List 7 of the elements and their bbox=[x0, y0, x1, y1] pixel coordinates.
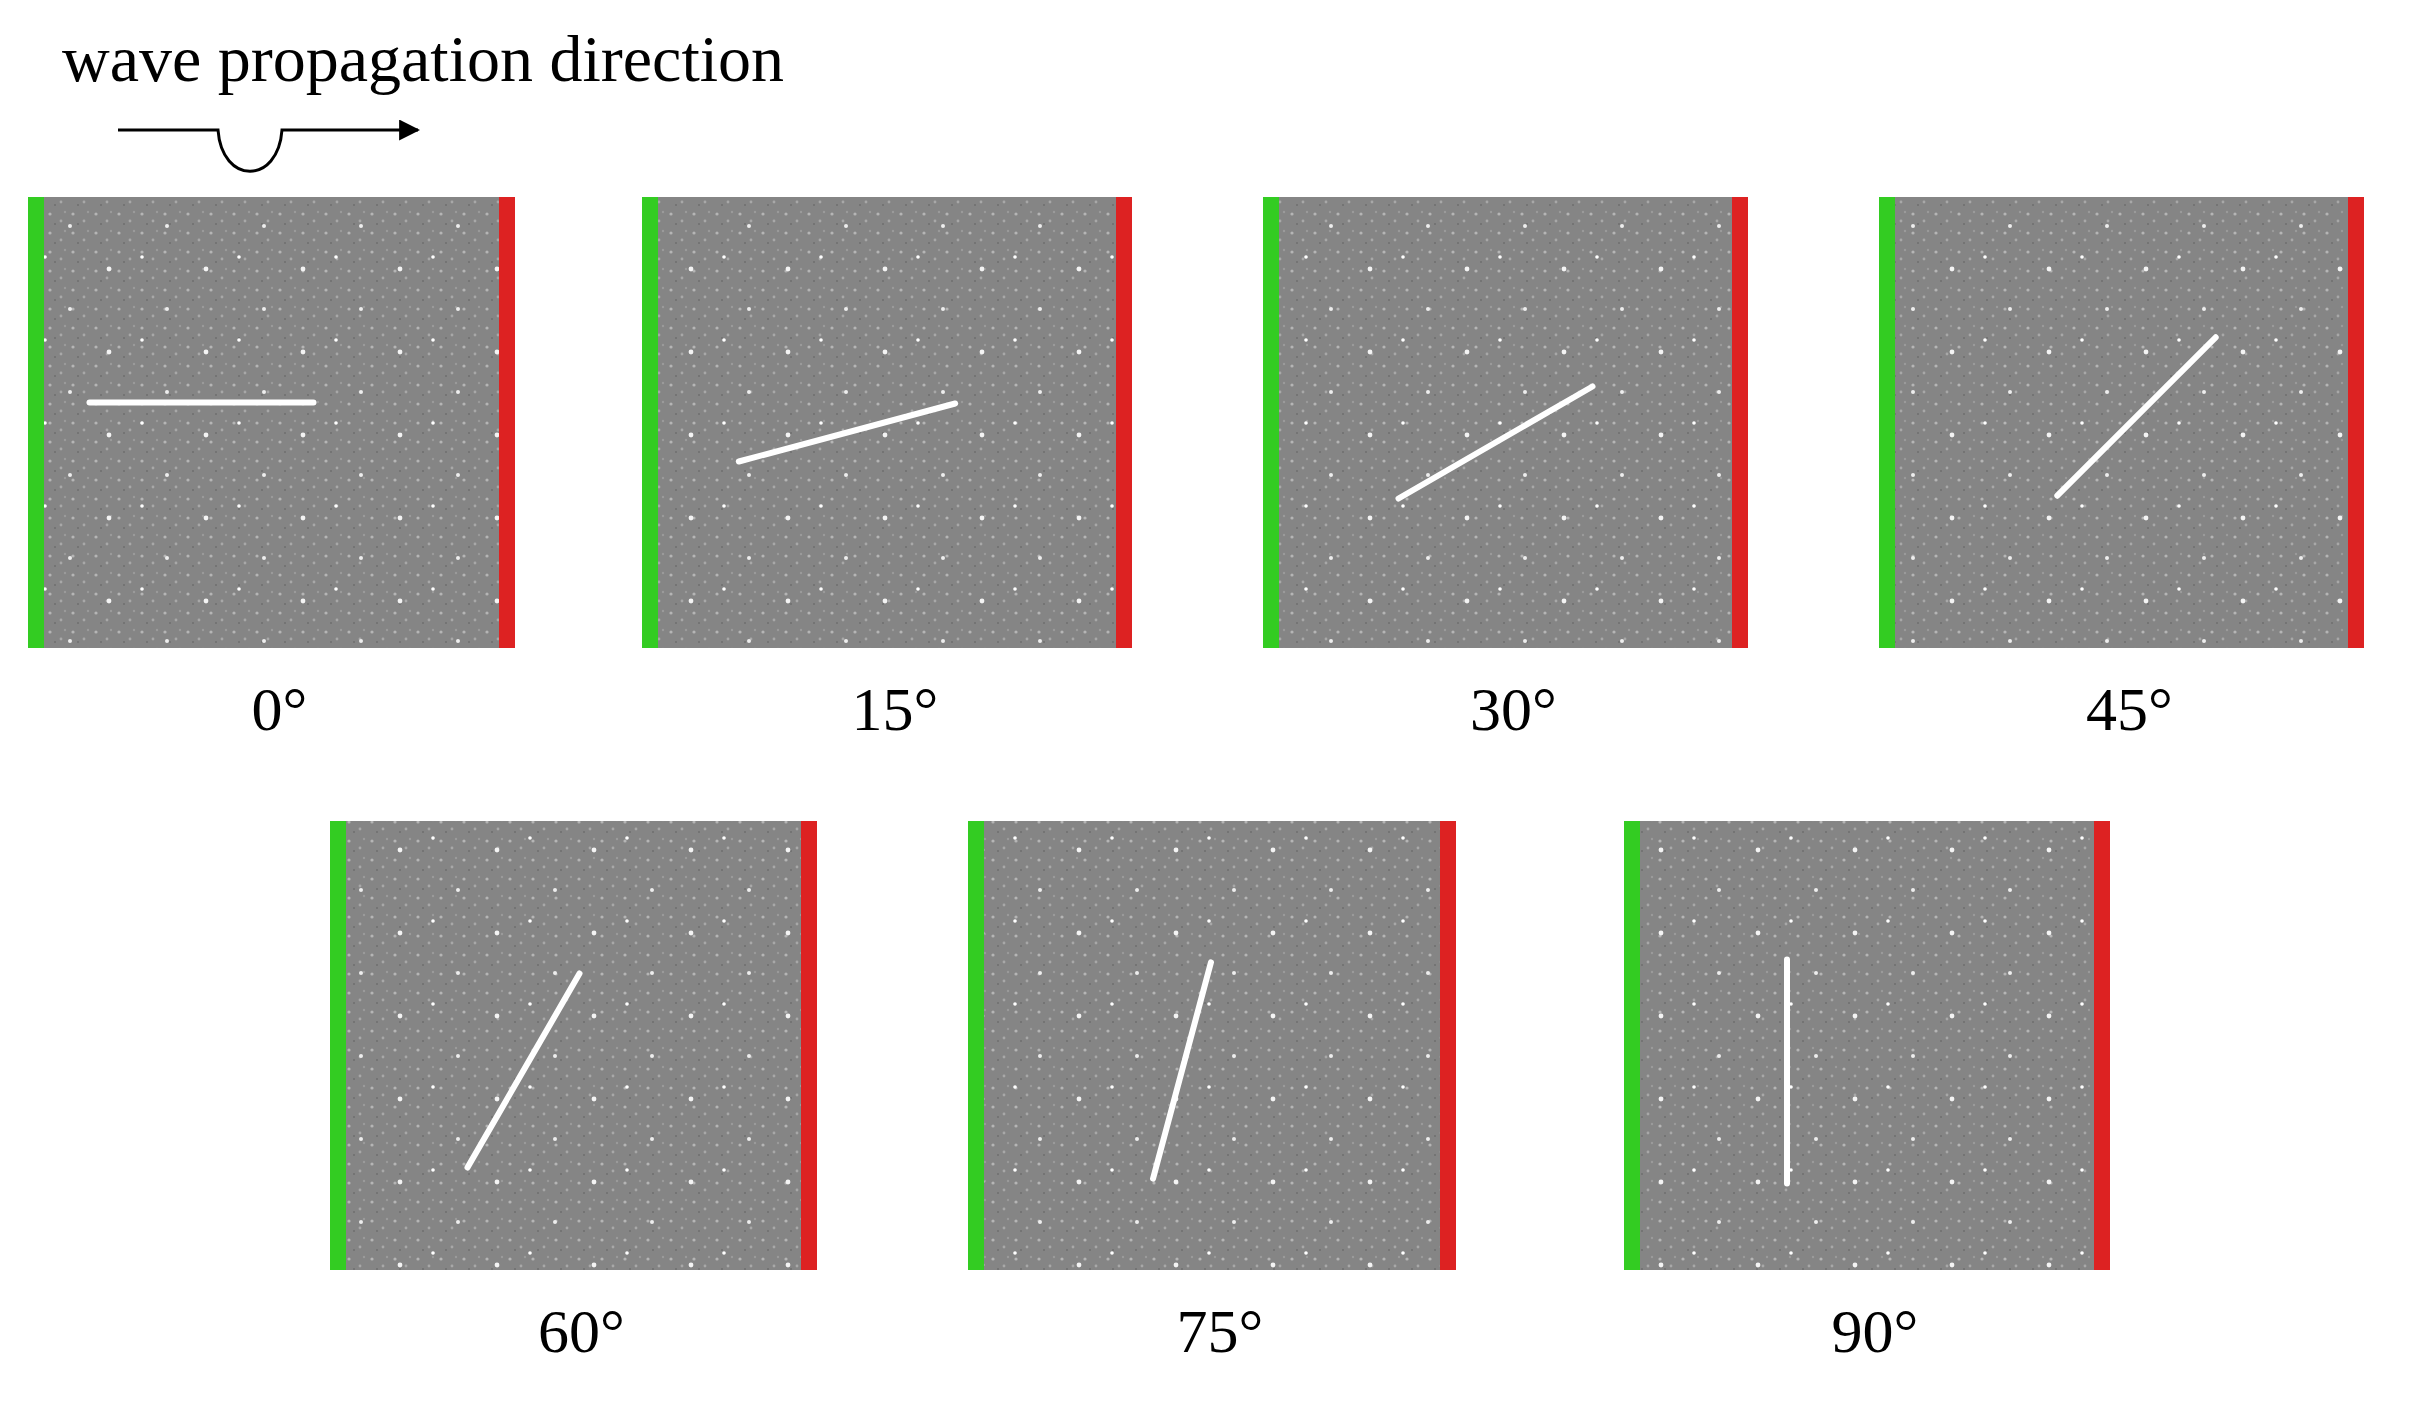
angle-label: 15° bbox=[851, 678, 939, 740]
angle-label: 30° bbox=[1470, 678, 1557, 740]
angle-label: 0° bbox=[251, 678, 308, 740]
angle-label: 75° bbox=[1176, 1300, 1264, 1362]
angle-label: 45° bbox=[2086, 678, 2173, 740]
angle-label: 60° bbox=[538, 1300, 625, 1362]
angle-label: 90° bbox=[1831, 1300, 1919, 1362]
